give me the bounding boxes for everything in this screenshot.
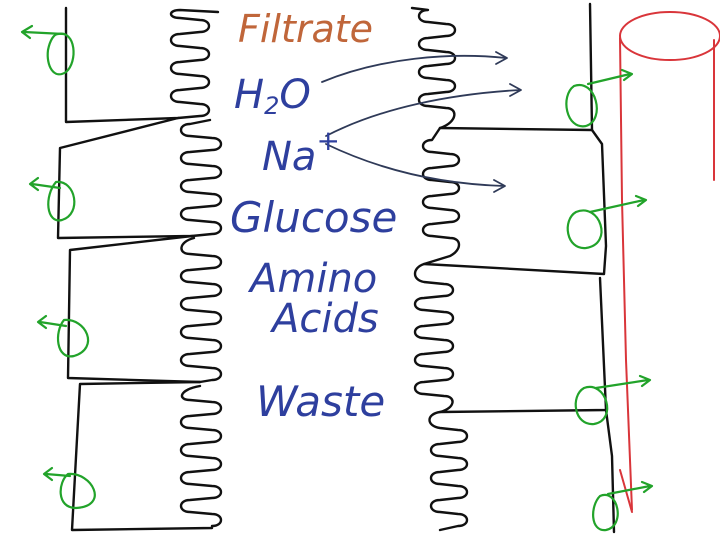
left-pump-3 — [36, 314, 90, 358]
arrow-na-down — [325, 143, 506, 193]
substance-sodium-ion: Na+ — [262, 124, 340, 180]
left-pump-4 — [42, 466, 96, 510]
left-pump-1 — [20, 24, 75, 76]
arrow-na-up — [325, 83, 522, 137]
right-cell-3 — [413, 262, 608, 414]
left-cell-1 — [64, 6, 220, 124]
peritubular-capillary — [619, 11, 720, 513]
right-cell-2 — [421, 126, 608, 276]
substance-acids: Acids — [269, 296, 379, 342]
substance-glucose: Glucose — [230, 193, 397, 242]
right-tubule-wall — [410, 2, 616, 534]
right-pump-3 — [574, 374, 652, 426]
right-pump-1 — [565, 68, 634, 128]
left-tubule-wall — [56, 6, 223, 532]
reabsorption-arrows — [321, 51, 522, 193]
substance-amino: Amino — [247, 256, 377, 302]
active-transport-pumps — [20, 24, 654, 532]
arrow-h2o — [321, 51, 508, 83]
left-cell-2 — [56, 116, 223, 240]
right-pump-2 — [566, 194, 648, 250]
substance-h2o: H2O — [234, 72, 311, 120]
right-cell-1 — [410, 2, 594, 132]
right-pump-4 — [592, 480, 654, 532]
filtrate-heading: Filtrate — [238, 7, 373, 51]
right-cell-4 — [428, 408, 616, 534]
left-pump-2 — [28, 176, 76, 222]
substance-waste: Waste — [256, 377, 385, 426]
left-cell-3 — [66, 234, 223, 384]
capillary-left-wall — [619, 37, 633, 511]
capillary-top-opening — [619, 11, 720, 61]
left-cell-4 — [70, 380, 223, 532]
